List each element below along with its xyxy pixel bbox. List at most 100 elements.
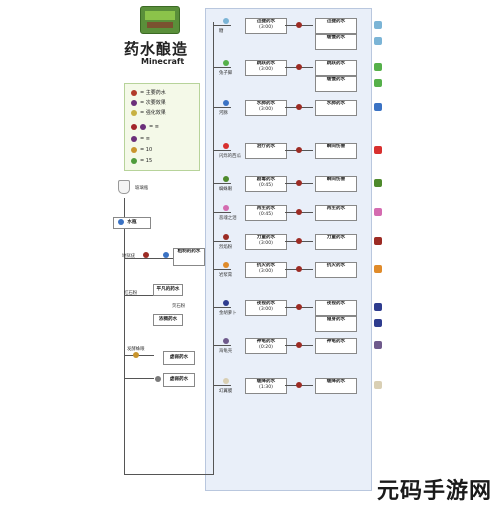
row-ingredient-label: 闪烁的西瓜 bbox=[219, 154, 241, 159]
row-ingredient-label: 蜘蛛眼 bbox=[219, 187, 233, 192]
output-potion-node: 水肺药水 bbox=[315, 100, 357, 116]
glass-bottle-icon bbox=[118, 180, 130, 194]
output-potion-name: 抗火药水 bbox=[326, 263, 346, 268]
output-potion-node: 缓降药水 bbox=[315, 378, 357, 394]
legend-row: = 10 bbox=[131, 147, 152, 153]
potion-name: 跳跃药水 bbox=[256, 61, 276, 66]
potion-icon bbox=[155, 376, 161, 382]
row-ingredient-label: 兔子脚 bbox=[219, 71, 233, 76]
ingredient-icon bbox=[223, 234, 229, 240]
potion-duration: (0:45) bbox=[259, 183, 273, 188]
legend-text: = 强化效果 bbox=[140, 110, 166, 116]
potion-duration: (3:00) bbox=[259, 241, 273, 246]
connector bbox=[213, 345, 231, 346]
output-potion-name: 水肺药水 bbox=[326, 101, 346, 106]
connector bbox=[213, 183, 231, 184]
potion-icon bbox=[131, 136, 137, 142]
potion-node: 缓降药水(1:30) bbox=[245, 378, 287, 394]
ingredient-icon bbox=[131, 109, 137, 116]
modifier-icon bbox=[296, 104, 302, 110]
ingredient-label: 红石粉 bbox=[124, 291, 138, 296]
effect-icon bbox=[374, 179, 382, 187]
potion-node: 再生药水(0:45) bbox=[245, 205, 287, 221]
output-potion-node: 力量药水 bbox=[315, 234, 357, 250]
ingredient-icon bbox=[223, 176, 229, 182]
effect-icon bbox=[374, 21, 382, 29]
node-name: 虚弱药水 bbox=[169, 377, 189, 382]
effect-icon bbox=[374, 303, 382, 311]
ingredient-icon bbox=[223, 378, 229, 384]
modifier-icon bbox=[296, 209, 302, 215]
ingredient-label: 地狱疣 bbox=[122, 254, 136, 259]
ingredient-icon bbox=[223, 143, 229, 149]
output-potion-node: 夜视药水 bbox=[315, 300, 357, 316]
potion-node: 水肺药水(3:00) bbox=[245, 100, 287, 116]
output-potion-node: 缓慢药水 bbox=[315, 76, 357, 92]
modifier-icon bbox=[296, 22, 302, 28]
output-potion-node: 迅捷药水 bbox=[315, 18, 357, 34]
potion-duration: (3:00) bbox=[259, 307, 273, 312]
effect-icon bbox=[374, 381, 382, 389]
minecraft-logo bbox=[140, 6, 180, 34]
potion-duration: (3:00) bbox=[259, 25, 273, 30]
potion-name: 迅捷药水 bbox=[256, 19, 276, 24]
page-subtitle: Minecraft bbox=[141, 57, 185, 66]
legend-box: = 主要药水 = 次要效果 = 强化效果 = ≡ = ≡ = 10 = 15 bbox=[124, 83, 200, 171]
output-potion-name: 力量药水 bbox=[326, 235, 346, 240]
potion-name: 神龟药水 bbox=[256, 339, 276, 344]
output-potion-name: 夜视药水 bbox=[326, 301, 346, 306]
connector bbox=[124, 295, 154, 296]
nether-wart-icon bbox=[143, 252, 149, 258]
connector bbox=[124, 355, 154, 356]
ingredient-icon bbox=[223, 300, 229, 306]
effect-icon bbox=[374, 265, 382, 273]
modifier-icon bbox=[296, 64, 302, 70]
output-potion-name: 缓慢药水 bbox=[326, 35, 346, 40]
legend-text: = 10 bbox=[140, 147, 153, 153]
panel-connector bbox=[213, 22, 214, 474]
output-potion-node: 瞬间伤害 bbox=[315, 176, 357, 192]
legend-text: = 主要药水 bbox=[140, 90, 166, 96]
potion-name: 缓降药水 bbox=[256, 379, 276, 384]
potion-name: 治疗药水 bbox=[256, 144, 276, 149]
potion-node: 迅捷药水(3:00) bbox=[245, 18, 287, 34]
row-ingredient-label: 海龟壳 bbox=[219, 349, 233, 354]
connector bbox=[213, 385, 231, 386]
legend-row: = 强化效果 bbox=[131, 109, 166, 116]
legend-row: = ≡ bbox=[131, 136, 150, 142]
potion-node: 剧毒药水(0:45) bbox=[245, 176, 287, 192]
connector bbox=[213, 107, 231, 108]
ingredient-icon bbox=[131, 89, 137, 96]
legend-row: = ≡ bbox=[131, 124, 159, 130]
potion-node: 抗火药水(3:00) bbox=[245, 262, 287, 278]
ingredient-icon bbox=[223, 205, 229, 211]
row-ingredient-label: 烈焰粉 bbox=[219, 245, 233, 250]
potion-node: 治疗药水 bbox=[245, 143, 287, 159]
output-potion-name: 缓降药水 bbox=[326, 379, 346, 384]
potion-icon bbox=[140, 124, 146, 130]
page-title: 药水酿造 bbox=[124, 40, 189, 58]
water-icon bbox=[118, 219, 124, 225]
modifier-icon bbox=[296, 147, 302, 153]
potion-node: 夜视药水(3:00) bbox=[245, 300, 287, 316]
output-potion-node: 神龟药水 bbox=[315, 338, 357, 354]
ingredient-icon bbox=[223, 60, 229, 66]
modifier-icon bbox=[296, 180, 302, 186]
ingredient-icon bbox=[223, 100, 229, 106]
output-potion-name: 神龟药水 bbox=[326, 339, 346, 344]
potion-duration: (3:00) bbox=[259, 67, 273, 72]
potion-name: 夜视药水 bbox=[256, 301, 276, 306]
row-ingredient-label: 恶魂之泪 bbox=[219, 216, 237, 221]
legend-text: = ≡ bbox=[149, 124, 159, 130]
effect-icon bbox=[374, 146, 382, 154]
ingredient-icon bbox=[223, 18, 229, 24]
potion-icon bbox=[131, 124, 137, 130]
connector bbox=[124, 474, 214, 475]
row-ingredient-label: 河豚 bbox=[219, 111, 228, 116]
ingredient-icon bbox=[223, 338, 229, 344]
potion-name: 水肺药水 bbox=[256, 101, 276, 106]
modifier-icon bbox=[296, 266, 302, 272]
output-potion-name: 跳跃药水 bbox=[326, 61, 346, 66]
connector bbox=[213, 269, 231, 270]
effect-icon bbox=[374, 79, 382, 87]
